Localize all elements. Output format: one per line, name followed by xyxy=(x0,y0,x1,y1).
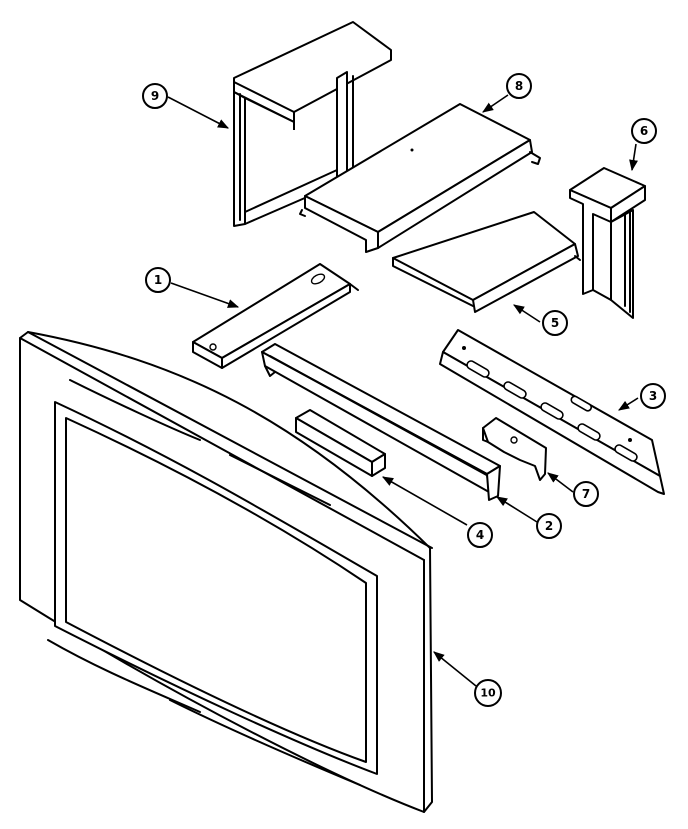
callout-9: 9 xyxy=(142,83,168,109)
part-5-channel xyxy=(392,211,581,313)
callout-2-label: 2 xyxy=(545,519,553,533)
callout-3-label: 3 xyxy=(649,389,657,403)
callout-7: 7 xyxy=(573,481,599,507)
callout-2: 2 xyxy=(536,513,562,539)
callout-6: 6 xyxy=(631,118,657,144)
leader-lines xyxy=(167,94,639,687)
part-3-slotted-rail xyxy=(439,329,665,495)
callout-1: 1 xyxy=(145,267,171,293)
part-8-channel xyxy=(299,103,541,253)
callout-5-label: 5 xyxy=(551,316,559,330)
callout-5: 5 xyxy=(542,310,568,336)
callout-4-label: 4 xyxy=(476,528,484,542)
callout-10: 10 xyxy=(474,679,502,707)
part-4-bracket xyxy=(295,409,386,477)
part-6-box xyxy=(569,167,646,319)
part-2-rail xyxy=(261,343,501,501)
callout-6-label: 6 xyxy=(640,124,648,138)
callout-8: 8 xyxy=(506,73,532,99)
callout-8-label: 8 xyxy=(515,79,523,93)
callout-9-label: 9 xyxy=(151,89,159,103)
callout-1-label: 1 xyxy=(154,273,162,287)
part-10-front-frame xyxy=(19,331,433,813)
callout-7-label: 7 xyxy=(582,487,590,501)
callout-10-label: 10 xyxy=(480,687,496,700)
part-1-bar xyxy=(192,263,359,369)
part-7-plate xyxy=(482,417,547,481)
callout-3: 3 xyxy=(640,383,666,409)
callout-4: 4 xyxy=(467,522,493,548)
